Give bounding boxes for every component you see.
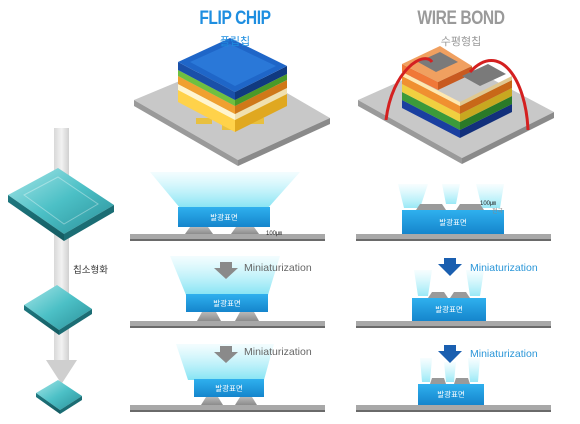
wire-bond-title: WIRE BOND bbox=[417, 8, 505, 29]
flip-chip-subtitle: 플립칩 bbox=[219, 35, 251, 48]
chip-miniaturization-label: 칩소형화 bbox=[73, 265, 108, 276]
teal-chip-large bbox=[8, 168, 114, 241]
flip-chip-3d bbox=[134, 38, 330, 166]
wire-row-1-chip-label: 발광표면 bbox=[439, 217, 467, 227]
wire-row-1 bbox=[398, 184, 504, 234]
teal-chip-medium bbox=[24, 285, 92, 335]
flip-row-3 bbox=[176, 344, 274, 405]
wire-row-3-chip-label: 발광표면 bbox=[437, 390, 465, 399]
wire-row-3-miniaturization-label: Miniaturization bbox=[470, 348, 538, 360]
wire-bond-subtitle: 수평형칩 bbox=[440, 35, 482, 48]
baselines bbox=[130, 234, 551, 412]
wire-row-2-miniaturization-label: Miniaturization bbox=[470, 262, 538, 274]
flip-row-3-chip-label: 발광표면 bbox=[215, 383, 243, 393]
wire-bond-3d bbox=[358, 46, 554, 164]
flip-row-3-miniaturization-label: Miniaturization bbox=[244, 346, 312, 358]
wire-row-1-scale-label: 100㎛ bbox=[480, 201, 497, 207]
flip-row-1-scale-label: 100㎛ bbox=[266, 231, 283, 237]
flip-row-1 bbox=[150, 172, 300, 234]
teal-chip-small bbox=[36, 380, 82, 414]
wire-row-1-electrode-label: 전극 bbox=[492, 208, 504, 215]
flip-row-2-chip-label: 발광표면 bbox=[213, 298, 241, 308]
wire-row-3 bbox=[418, 345, 484, 405]
flip-row-2-miniaturization-label: Miniaturization bbox=[244, 262, 312, 274]
wire-row-2 bbox=[412, 258, 486, 321]
flip-row-2 bbox=[170, 256, 280, 321]
wire-row-2-chip-label: 발광표면 bbox=[435, 305, 463, 314]
flip-chip-title: FLIP CHIP bbox=[199, 8, 271, 29]
flip-row-1-chip-label: 발광표면 bbox=[210, 212, 238, 222]
chip-shrink-track bbox=[46, 128, 77, 384]
